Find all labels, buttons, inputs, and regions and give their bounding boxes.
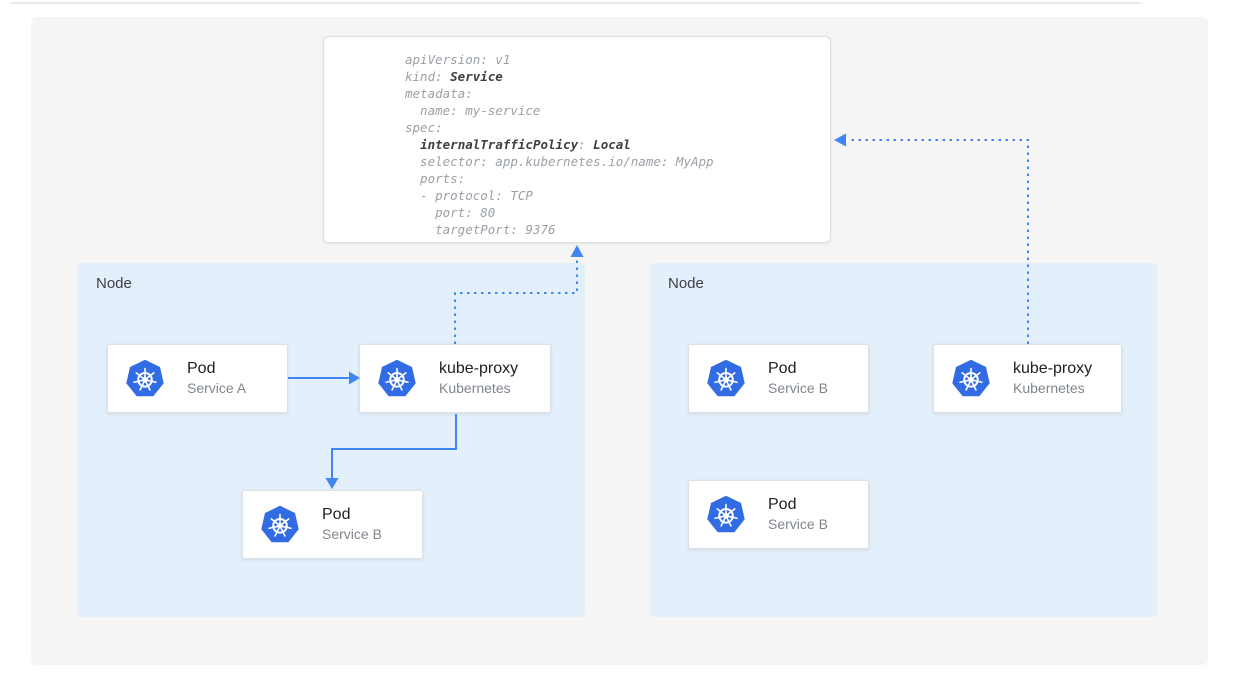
kubernetes-icon [126,359,164,396]
kubernetes-icon [707,495,745,532]
kubernetes-icon [261,505,299,542]
card-title: Pod [768,496,797,513]
node-right: Node [650,263,1157,617]
service-yaml-card: apiVersion: v1 kind: Service metadata: n… [323,36,831,243]
card-title: Pod [322,506,351,523]
yaml-line: internalTrafficPolicy: Local [420,137,631,152]
card-title: kube-proxy [1013,360,1093,377]
yaml-line: port: 80 [405,205,496,220]
kubernetes-icon [378,359,416,396]
kubernetes-icon [952,359,990,396]
card-subtitle: Service B [768,516,828,532]
card-subtitle: Kubernetes [1013,380,1085,396]
yaml-line: - protocol: TCP [405,188,533,203]
card-subtitle: Kubernetes [439,380,511,396]
card-pod-service-b-right-1: Pod Service B [688,344,869,413]
card-title: Pod [768,360,797,377]
yaml-line: spec: [405,120,443,135]
top-divider [10,2,1141,4]
node-left: Node [78,263,585,617]
card-kube-proxy-right: kube-proxy Kubernetes [933,344,1122,413]
card-title: kube-proxy [439,360,519,377]
yaml-line: selector: app.kubernetes.io/name: MyApp [405,154,714,169]
card-subtitle: Service A [187,380,247,396]
yaml-line: targetPort: 9376 [405,222,556,237]
node-label: Node [96,275,132,292]
kubernetes-icon [707,359,745,396]
card-kube-proxy-left: kube-proxy Kubernetes [359,344,551,413]
yaml-line: metadata: [405,86,473,101]
card-subtitle: Service B [768,380,828,396]
card-title: Pod [187,360,216,377]
card-pod-service-a: Pod Service A [107,344,288,413]
yaml-line: ports: [405,171,466,186]
card-pod-service-b-left: Pod Service B [242,490,423,559]
yaml-line: apiVersion: v1 [405,52,511,67]
yaml-line: name: my-service [405,103,541,118]
yaml-line: kind: Service [405,69,503,84]
card-pod-service-b-right-2: Pod Service B [688,480,869,549]
node-label: Node [668,275,704,292]
card-subtitle: Service B [322,526,382,542]
